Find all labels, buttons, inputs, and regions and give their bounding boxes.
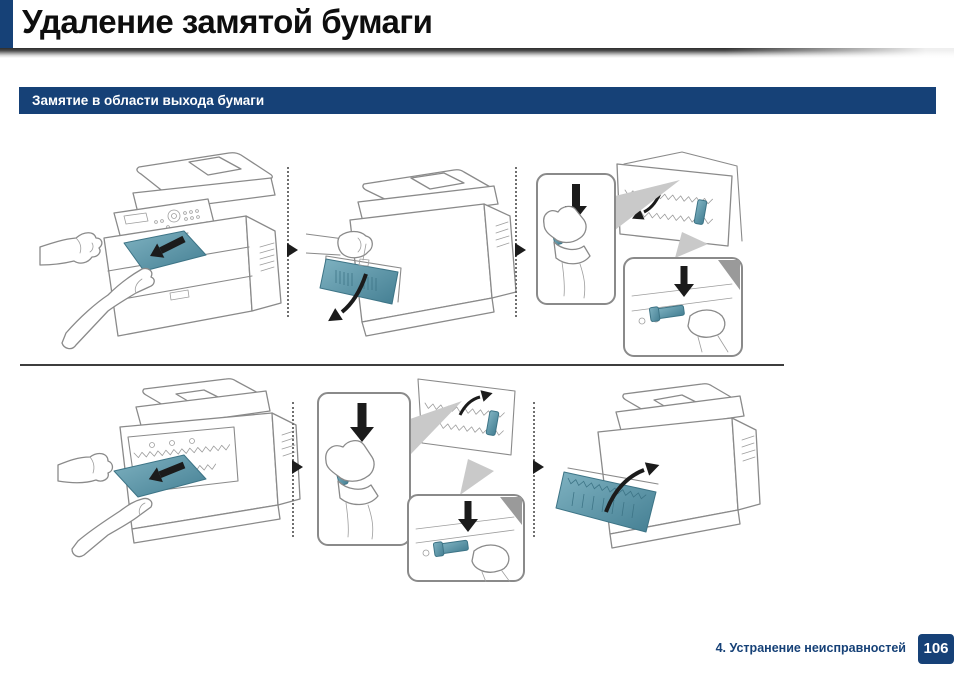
fuser-levers-detail-insets-illustration bbox=[317, 378, 525, 583]
printer-rear-pull-jammed-paper-illustration bbox=[57, 378, 301, 558]
figure-row1-step1 bbox=[38, 143, 290, 366]
page-number-badge: 106 bbox=[918, 634, 954, 664]
section-header: Замятие в области выхода бумаги bbox=[19, 87, 936, 114]
figure-divider bbox=[20, 364, 784, 366]
section-title: Замятие в области выхода бумаги bbox=[32, 93, 265, 108]
figure-row2-step1 bbox=[56, 377, 304, 572]
step-separator-line bbox=[515, 167, 517, 317]
footer-chapter: 4. Устранение неисправностей bbox=[715, 641, 906, 655]
figure-row2-step2 bbox=[310, 377, 532, 587]
next-step-arrow-icon bbox=[533, 460, 544, 474]
fuser-levers-detail-insets-illustration bbox=[536, 151, 743, 357]
pull-direction-arrow-icon bbox=[148, 461, 186, 483]
figure-row1-step2 bbox=[305, 156, 521, 361]
figure-row1-step3 bbox=[532, 146, 747, 366]
title-accent-bar bbox=[0, 0, 13, 50]
printer-rear-door-open-illustration bbox=[305, 169, 517, 337]
figure-row2-step3 bbox=[554, 380, 764, 575]
printer-front-pull-jammed-paper-illustration bbox=[39, 152, 282, 350]
next-step-arrow-icon bbox=[287, 243, 298, 257]
printer-rear-door-close-illustration bbox=[555, 383, 761, 549]
step-separator-line bbox=[287, 167, 289, 317]
next-step-arrow-icon bbox=[292, 460, 303, 474]
title-rule bbox=[0, 48, 954, 58]
next-step-arrow-icon bbox=[515, 243, 526, 257]
pull-direction-arrow-icon bbox=[150, 235, 186, 258]
page-title: Удаление замятой бумаги bbox=[22, 3, 433, 40]
